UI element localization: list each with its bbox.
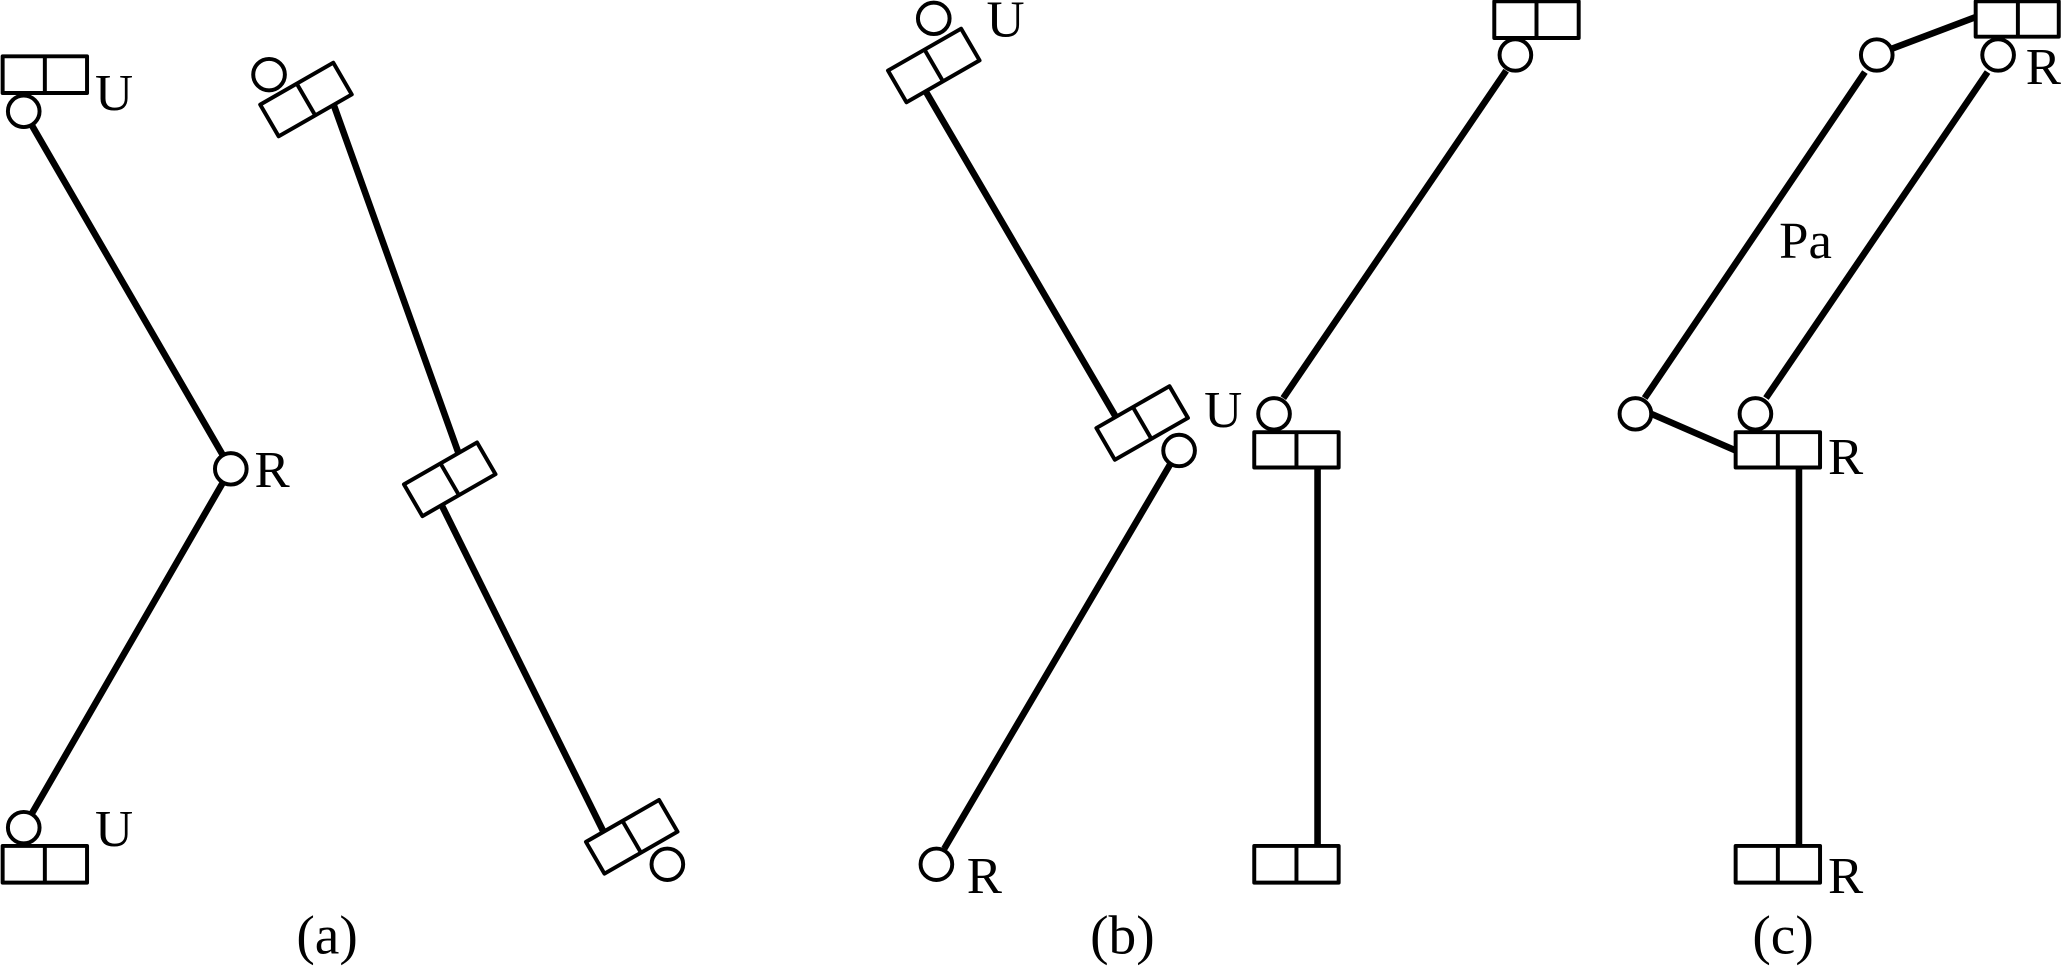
joint-label: U	[987, 0, 1025, 49]
joint-label: U	[1204, 381, 1242, 439]
joint-label: R	[255, 441, 290, 499]
joint-circle	[1497, 37, 1534, 73]
panel-a-left-chain: U R U	[0, 54, 290, 885]
rotated-block	[583, 798, 680, 876]
universal-joint	[5, 809, 42, 846]
joint-label: U	[95, 64, 133, 122]
joint-circle	[251, 56, 287, 93]
panel-b-right-chain	[1252, 0, 1581, 885]
universal-joint	[915, 0, 952, 37]
fixed-base-block	[1973, 0, 2061, 39]
joint-circle	[1858, 37, 1895, 73]
universal-joint	[5, 93, 42, 129]
parallelogram-label: Pa	[1779, 212, 1832, 270]
link	[1641, 70, 1868, 400]
panel-caption: (a)	[296, 905, 357, 966]
link	[1649, 410, 1737, 454]
rotated-block	[258, 60, 354, 139]
joint-label: R	[2026, 38, 2061, 96]
fixed-base-block	[1252, 844, 1341, 885]
link	[941, 463, 1173, 851]
link	[20, 109, 234, 471]
universal-joint	[1161, 432, 1197, 469]
joint-label: R	[1828, 847, 1863, 905]
link	[1891, 13, 1977, 52]
panel-caption: (b)	[1090, 905, 1155, 966]
link	[1280, 68, 1509, 400]
panel-a-right-chain	[251, 56, 686, 882]
rotated-block	[401, 440, 498, 519]
joint-circle	[1256, 396, 1292, 432]
fixed-base-block	[0, 54, 90, 95]
joint-circle	[1737, 396, 1774, 432]
sliding-block	[1252, 430, 1341, 470]
panel-c: R Pa R R (c)	[1617, 0, 2061, 966]
link	[438, 504, 608, 835]
sliding-block	[1733, 430, 1823, 470]
fixed-base-block	[1733, 844, 1823, 885]
joint-circle	[649, 846, 686, 882]
joint-label: R	[1828, 428, 1863, 486]
link	[330, 103, 463, 456]
joint-label: R	[967, 847, 1002, 905]
link	[1763, 70, 1991, 400]
link	[922, 90, 1120, 421]
revolute-joint	[918, 846, 955, 882]
panel-b: U U R	[886, 0, 1581, 966]
joint-label: U	[95, 800, 133, 858]
revolute-joint	[212, 451, 249, 487]
joint-circle	[1617, 396, 1654, 432]
panel-caption: (c)	[1752, 905, 1813, 966]
link	[20, 467, 234, 830]
rotated-block	[1094, 384, 1190, 462]
fixed-base-block	[0, 844, 90, 885]
panel-a: U R U	[0, 54, 686, 966]
rotated-block	[886, 26, 982, 105]
revolute-joint	[1980, 37, 2016, 73]
panel-b-left-chain: U U R	[886, 0, 1242, 905]
fixed-base-block	[1492, 0, 1581, 40]
